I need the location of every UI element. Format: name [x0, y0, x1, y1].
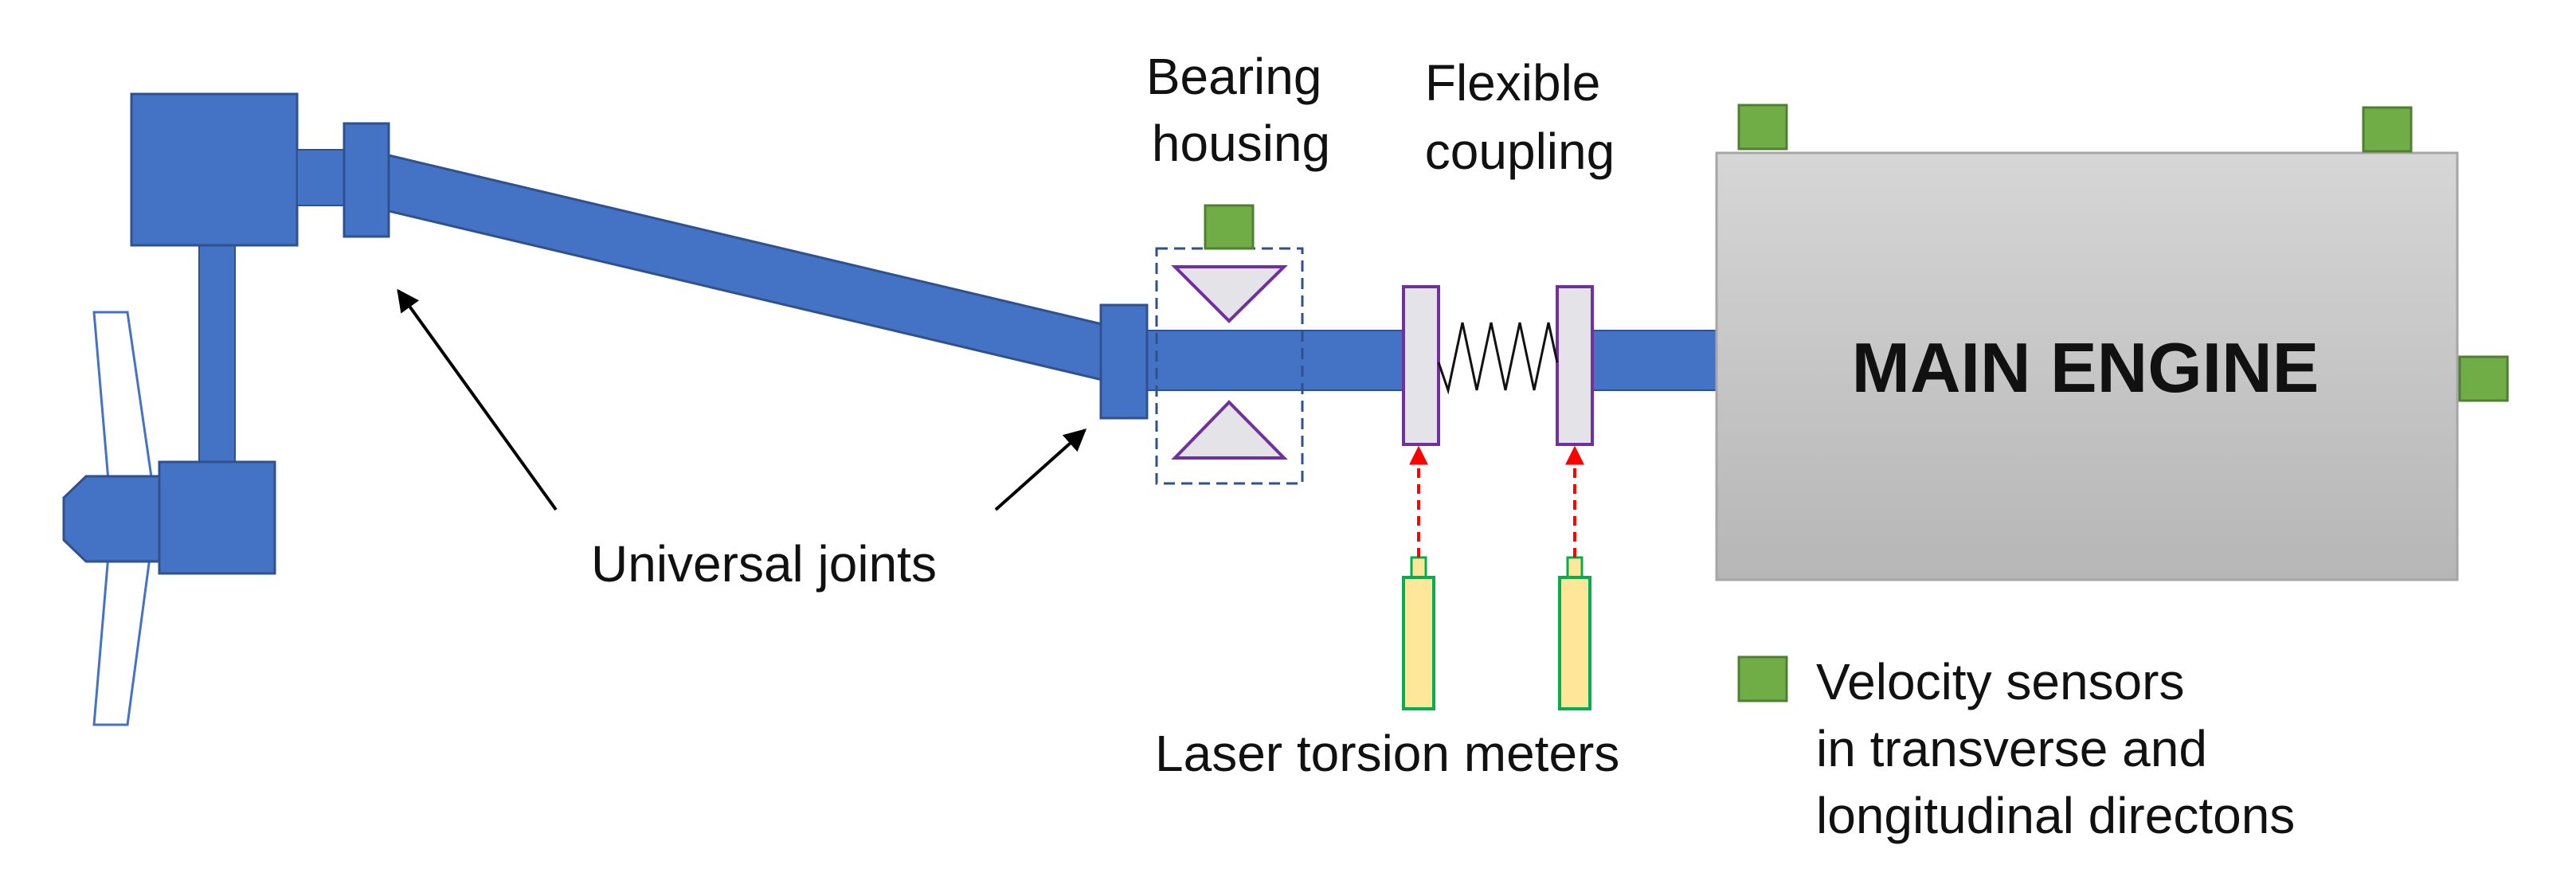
sensor-engine-top-left — [1737, 104, 1788, 151]
flexible-coupling-label-line-1: Flexible — [1425, 54, 1601, 111]
bearing-lower — [1171, 400, 1288, 460]
ujoint-arrow-2 — [994, 428, 1087, 511]
legend-velocity-sensors: Velocity sensors in transverse and longi… — [1816, 653, 2295, 844]
sensor-engine-top-right — [2362, 106, 2413, 153]
main-shaft-engine-section — [1587, 330, 1724, 391]
main-engine-label: MAIN ENGINE — [1852, 328, 2320, 407]
intermediate-shaft — [387, 154, 1107, 382]
main-engine — [1715, 151, 2459, 581]
legend-line-1: Velocity sensors — [1816, 653, 2184, 710]
legend-line-2: in transverse and — [1816, 720, 2207, 777]
main-shaft-bearing-section — [1145, 330, 1405, 391]
flexible-coupling-label-line-2: coupling — [1425, 123, 1615, 180]
vertical-shaft — [198, 238, 236, 467]
universal-joint-1 — [343, 122, 390, 238]
laser-torsion-meters-label: Laser torsion meters — [1155, 725, 1619, 782]
coupling-disc-left — [1402, 285, 1440, 446]
bearing-housing-label-line-1: Bearing — [1146, 48, 1322, 105]
flexible-coupling-label: Flexible coupling — [1425, 54, 1615, 180]
laser-meter-right — [1558, 576, 1591, 710]
universal-joints-label: Universal joints — [591, 535, 937, 593]
legend-line-3: longitudinal directons — [1816, 787, 2295, 844]
laser-meter-left-tip — [1410, 556, 1427, 579]
ujoint-arrow-1 — [397, 288, 558, 511]
bearing-upper — [1171, 265, 1288, 323]
coupling-spring — [1437, 322, 1559, 395]
coupling-disc-right — [1556, 285, 1594, 446]
laser-meter-left — [1402, 576, 1435, 710]
laser-meter-right-tip — [1566, 556, 1584, 579]
bearing-housing-label-line-2: housing — [1152, 115, 1330, 172]
sensor-bearing — [1204, 204, 1255, 250]
bearing-housing-label: Bearing housing — [1146, 48, 1336, 172]
stub-shaft — [296, 149, 346, 206]
propeller-hub — [62, 475, 161, 563]
lower-gearbox — [158, 460, 276, 575]
sensor-engine-side — [2458, 355, 2509, 402]
upper-gearbox — [130, 92, 299, 247]
universal-joint-2 — [1099, 303, 1149, 420]
legend-sensor-swatch — [1737, 655, 1788, 702]
